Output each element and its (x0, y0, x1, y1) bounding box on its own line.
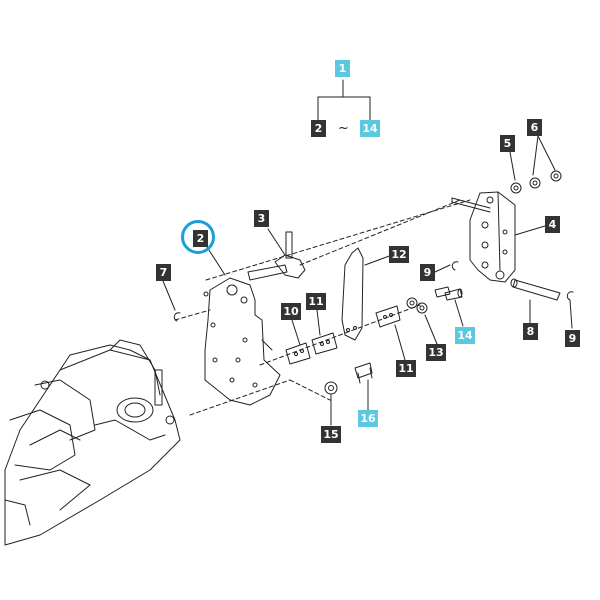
highlight-ring (181, 220, 215, 254)
washer-part-5 (510, 182, 522, 194)
washer-part-13 (406, 297, 428, 314)
callout-3[interactable]: 3 (254, 210, 269, 227)
callout-2-range-start[interactable]: 2 (311, 120, 326, 137)
callout-4[interactable]: 4 (545, 216, 560, 233)
callout-11-lower[interactable]: 11 (396, 360, 416, 377)
bolt-part-16 (354, 362, 373, 384)
callout-10[interactable]: 10 (281, 303, 301, 320)
bolt-part-14 (434, 286, 463, 301)
callout-14[interactable]: 14 (455, 327, 475, 344)
housing-casting (4, 339, 181, 546)
pin-part-8 (510, 278, 561, 301)
spacer-part-10 (285, 342, 311, 365)
callout-2[interactable]: 2 (193, 230, 208, 247)
blade-part-12 (341, 247, 364, 341)
callout-1[interactable]: 1 (335, 60, 350, 77)
callout-5[interactable]: 5 (500, 135, 515, 152)
circlip-part-9 (451, 261, 574, 301)
nut-part-6 (529, 170, 562, 189)
callout-6[interactable]: 6 (527, 119, 542, 136)
clevis-part-3 (247, 231, 306, 281)
callout-15[interactable]: 15 (321, 426, 341, 443)
assembly-lines (174, 199, 471, 416)
callout-9-right[interactable]: 9 (565, 330, 580, 347)
range-separator: ~ (338, 121, 349, 136)
circlip-part-7 (173, 312, 181, 322)
callout-13[interactable]: 13 (426, 344, 446, 361)
leader-lines (162, 135, 573, 426)
callout-8[interactable]: 8 (523, 323, 538, 340)
callout-12[interactable]: 12 (389, 246, 409, 263)
callout-9-upper[interactable]: 9 (420, 264, 435, 281)
spacer-part-11 (311, 305, 401, 355)
washer-part-15 (324, 381, 338, 395)
lever-plate-part-4 (451, 191, 516, 283)
callout-16[interactable]: 16 (358, 410, 378, 427)
callout-14-range-end[interactable]: 14 (360, 120, 380, 137)
callout-11-upper[interactable]: 11 (306, 293, 326, 310)
callout-7[interactable]: 7 (156, 264, 171, 281)
hierarchy-bracket (317, 79, 371, 121)
bracket-part-2 (203, 277, 281, 406)
